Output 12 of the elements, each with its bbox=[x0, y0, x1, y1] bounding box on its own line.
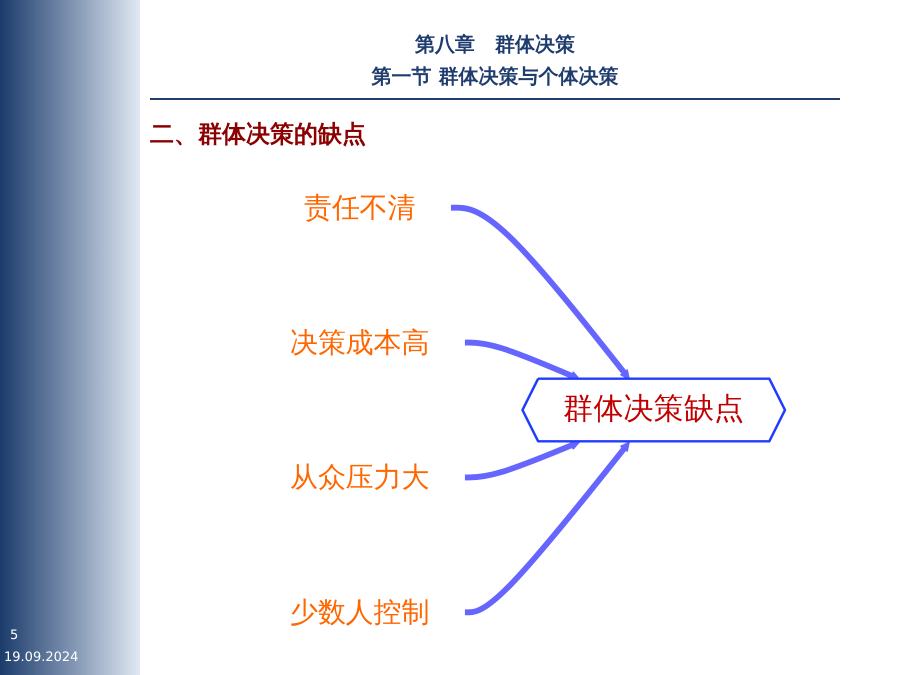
arrow bbox=[450, 204, 630, 380]
title: 第八章 群体决策 bbox=[414, 31, 576, 58]
node-text: 责任不清 bbox=[304, 191, 416, 224]
date-text: 19.09.2024 bbox=[4, 650, 78, 665]
arrow bbox=[464, 442, 630, 616]
section-heading: 二、群体决策的缺点 bbox=[150, 119, 366, 150]
node-text: 决策成本高 bbox=[290, 326, 430, 359]
page-number: 5 bbox=[10, 628, 18, 643]
arrow bbox=[464, 440, 580, 480]
node-text: 从众压力大 bbox=[290, 461, 430, 494]
subtitle: 第一节 群体决策与个体决策 bbox=[370, 63, 620, 90]
node-text: 少数人控制 bbox=[290, 596, 430, 629]
